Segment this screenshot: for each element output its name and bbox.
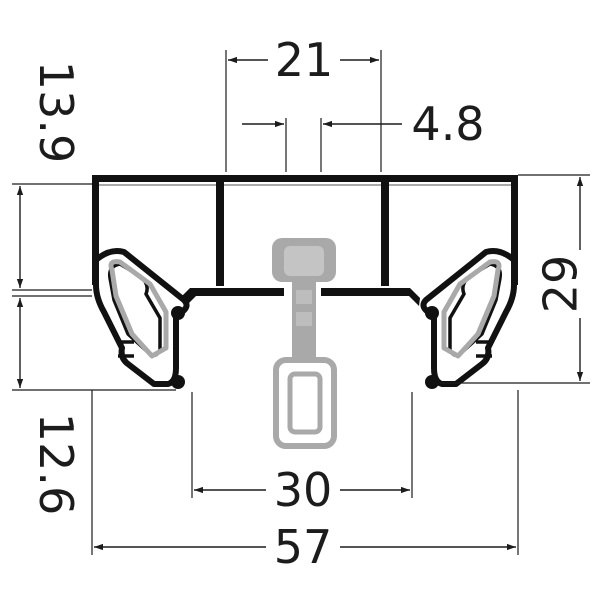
glider-wheel-inner xyxy=(284,246,324,276)
dimension-4-8-label: 4.8 xyxy=(411,97,484,151)
right-lower-bead xyxy=(425,375,439,389)
track-floor-left xyxy=(180,288,284,306)
right-upper-bead xyxy=(425,306,439,320)
track-floor-right xyxy=(321,288,420,306)
dimension-12-6-label: 12.6 xyxy=(29,413,83,515)
dimension-13-9-label: 13.9 xyxy=(29,61,83,163)
dimension-13-9: 13.9 xyxy=(12,61,92,291)
track-inner-web-right xyxy=(381,182,389,286)
left-side-clip xyxy=(108,259,169,359)
dimension-57: 57 xyxy=(91,390,519,574)
dimension-57-label: 57 xyxy=(274,520,333,574)
left-upper-bead xyxy=(171,306,185,320)
track-profile xyxy=(92,175,518,389)
dimension-12-6: 12.6 xyxy=(12,295,176,515)
glider-stem-slot-1 xyxy=(296,290,312,304)
left-teeth xyxy=(118,340,134,358)
dimension-4-8: 4.8 xyxy=(242,97,485,172)
left-lower-bead xyxy=(171,375,185,389)
glider-carrier xyxy=(108,238,502,449)
track-inner-web-left xyxy=(216,182,224,286)
dimension-29: 29 xyxy=(440,174,590,384)
dimension-30: 30 xyxy=(191,392,413,517)
glider-stem-slot-2 xyxy=(296,312,312,326)
glider-hook-link xyxy=(273,357,337,449)
glider-hook-inner xyxy=(287,371,323,435)
right-side-clip xyxy=(441,259,502,359)
dimension-30-label: 30 xyxy=(274,463,333,517)
track-top-plate xyxy=(92,175,518,182)
dimension-29-label: 29 xyxy=(534,255,588,314)
dimension-21: 21 xyxy=(225,33,382,172)
right-teeth xyxy=(476,340,492,358)
track-left-wall xyxy=(92,175,99,285)
dimension-21-label: 21 xyxy=(275,33,334,87)
track-right-wall xyxy=(511,175,518,285)
